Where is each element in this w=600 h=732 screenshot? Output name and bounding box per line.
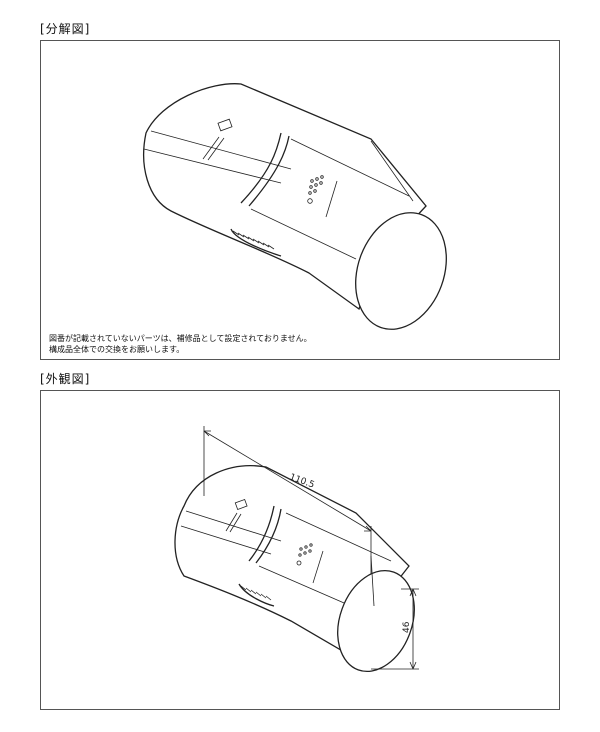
handle-facet-line <box>180 525 272 555</box>
handle-body-outline <box>143 83 427 311</box>
grip-ribs <box>238 583 275 607</box>
grip-ribs <box>230 228 282 257</box>
segment-seam <box>248 505 275 562</box>
exploded-view-frame: 図番が記載されていないパーツは、補修品として設定されておりません。 構成品全体で… <box>40 40 560 360</box>
diameter-dimension-label: 46 <box>402 621 412 633</box>
handle-facet-line <box>150 130 292 170</box>
shower-icon <box>296 543 324 584</box>
end-cap <box>337 569 415 673</box>
exploded-view-title: [分解図] <box>40 22 91 36</box>
handle-facet-line <box>285 512 392 562</box>
shower-icon <box>307 175 338 218</box>
handle-facet-line <box>370 140 414 202</box>
center-line <box>370 555 375 607</box>
exterior-view-frame: 110.5 46 <box>40 390 560 710</box>
segment-seam <box>255 508 282 564</box>
exterior-view-title: [外観図] <box>40 372 91 386</box>
handle-facet-line <box>258 565 352 607</box>
length-dimension-label: 110.5 <box>288 472 316 490</box>
faucet-icon <box>202 118 233 161</box>
exploded-note-line-1: 図番が記載されていないパーツは、補修品として設定されておりません。 <box>49 334 312 343</box>
handle-facet-line <box>290 138 410 197</box>
end-cap <box>355 212 447 330</box>
diameter-dimension <box>371 588 419 670</box>
exterior-view-drawing: 110.5 46 <box>174 426 419 673</box>
exploded-view-drawing <box>143 83 447 330</box>
exploded-note-line-2: 構成品全体での交換をお願いします。 <box>49 345 185 354</box>
segment-seam <box>240 132 282 204</box>
faucet-icon <box>225 498 248 533</box>
handle-facet-line <box>143 148 282 184</box>
handle-facet-line <box>250 208 357 260</box>
segment-seam <box>248 135 290 207</box>
